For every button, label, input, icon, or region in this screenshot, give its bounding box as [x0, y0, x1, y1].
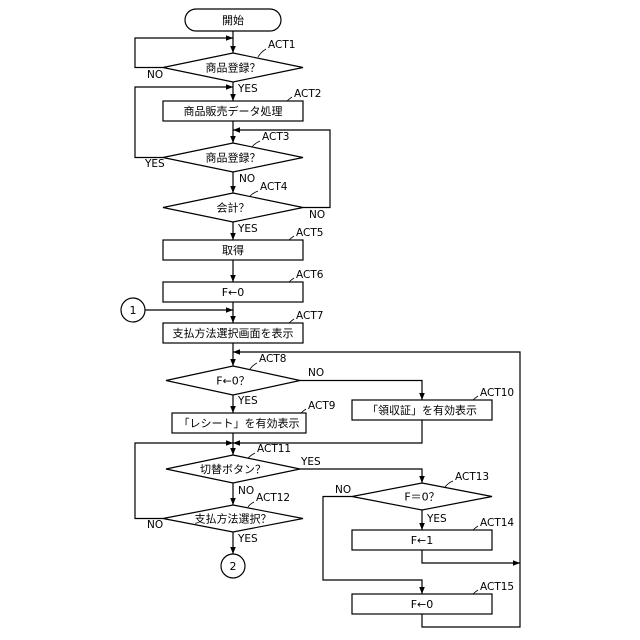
step-act6: F←0 ACT6: [163, 269, 324, 302]
flow-arrow: [233, 352, 520, 627]
branch-label-no: NO: [147, 519, 163, 531]
step-leader-line: [445, 481, 453, 487]
step-text: 商品販売データ処理: [184, 104, 283, 118]
step-number-label: ACT5: [296, 227, 323, 239]
branch-label-no: NO: [238, 485, 254, 497]
branch-label-yes: YES: [144, 158, 165, 170]
step-text: 支払方法選択？: [195, 512, 272, 526]
start-terminal: 開始: [185, 9, 281, 31]
step-text: F←1: [411, 534, 434, 547]
step-number-label: ACT15: [480, 581, 514, 593]
branch-label-yes: YES: [237, 533, 258, 545]
step-act13: F＝0？ ACT13 NO YES: [335, 471, 492, 525]
step-leader-line: [252, 141, 260, 147]
flow-arrow: [135, 443, 233, 519]
step-leader-line: [289, 278, 294, 282]
branch-label-no: NO: [147, 69, 163, 81]
step-act10: 「領収証」を有効表示 ACT10: [352, 387, 514, 420]
step-number-label: ACT11: [257, 443, 291, 455]
step-act3: 商品登録？ ACT3 YES NO: [144, 131, 303, 185]
flow-arrow: [422, 550, 520, 563]
step-leader-line: [301, 409, 306, 413]
step-text: 取得: [222, 244, 244, 257]
step-leader-line: [289, 319, 294, 323]
step-number-label: ACT7: [296, 310, 323, 322]
step-number-label: ACT10: [480, 387, 514, 399]
branch-label-no: NO: [309, 209, 325, 221]
step-number-label: ACT12: [256, 492, 290, 504]
branch-label-no: NO: [308, 367, 324, 379]
step-act7: 支払方法選択画面を表示 ACT7: [163, 310, 323, 343]
step-text: F←0: [411, 598, 434, 611]
step-number-label: ACT14: [480, 517, 514, 529]
step-act12: 支払方法選択？ ACT12 NO YES: [147, 492, 303, 545]
step-act15: F←0 ACT15: [352, 581, 514, 614]
step-text: 会計？: [217, 201, 250, 215]
step-text: 支払方法選択画面を表示: [173, 326, 294, 340]
step-number-label: ACT2: [294, 88, 321, 100]
step-text: F＝0？: [404, 491, 439, 504]
step-leader-line: [250, 191, 258, 196]
step-act11: 切替ボタン？ ACT11 YES NO: [166, 443, 321, 497]
step-text: 商品登録？: [206, 61, 261, 75]
step-number-label: ACT8: [259, 353, 286, 365]
branch-label-yes: YES: [237, 223, 258, 235]
branch-label-yes: YES: [300, 456, 321, 468]
step-text: F←0: [222, 286, 245, 299]
step-number-label: ACT3: [262, 131, 289, 143]
branch-label-no: NO: [239, 173, 255, 185]
branch-label-yes: YES: [426, 513, 447, 525]
branch-label-yes: YES: [237, 83, 258, 95]
connector-circle-label: 2: [230, 560, 237, 573]
step-leader-line: [248, 453, 255, 458]
flow-arrow: [300, 381, 422, 401]
step-text: 「領収証」を有効表示: [367, 403, 477, 417]
step-text: 「レシート」を有効表示: [179, 416, 300, 430]
start-terminal-label: 開始: [222, 13, 244, 27]
connector-circle-exit: 2: [221, 554, 245, 578]
branch-label-yes: YES: [237, 395, 258, 407]
step-leader-line: [473, 396, 478, 400]
step-number-label: ACT4: [260, 181, 288, 193]
step-number-label: ACT6: [296, 269, 324, 281]
step-leader-line: [248, 502, 254, 507]
branch-label-no: NO: [335, 484, 351, 496]
step-number-label: ACT1: [268, 39, 295, 51]
step-leader-line: [258, 49, 266, 57]
step-number-label: ACT9: [308, 400, 335, 412]
step-text: F←0？: [216, 375, 250, 388]
step-text: 商品登録？: [206, 151, 261, 165]
connector-circle-entry: 1: [121, 298, 145, 322]
step-leader-line: [289, 236, 294, 240]
step-number-label: ACT13: [455, 471, 489, 483]
connector-circle-label: 1: [130, 304, 137, 317]
step-leader-line: [250, 363, 257, 369]
flow-arrow: [300, 469, 422, 483]
step-text: 切替ボタン？: [200, 462, 266, 476]
